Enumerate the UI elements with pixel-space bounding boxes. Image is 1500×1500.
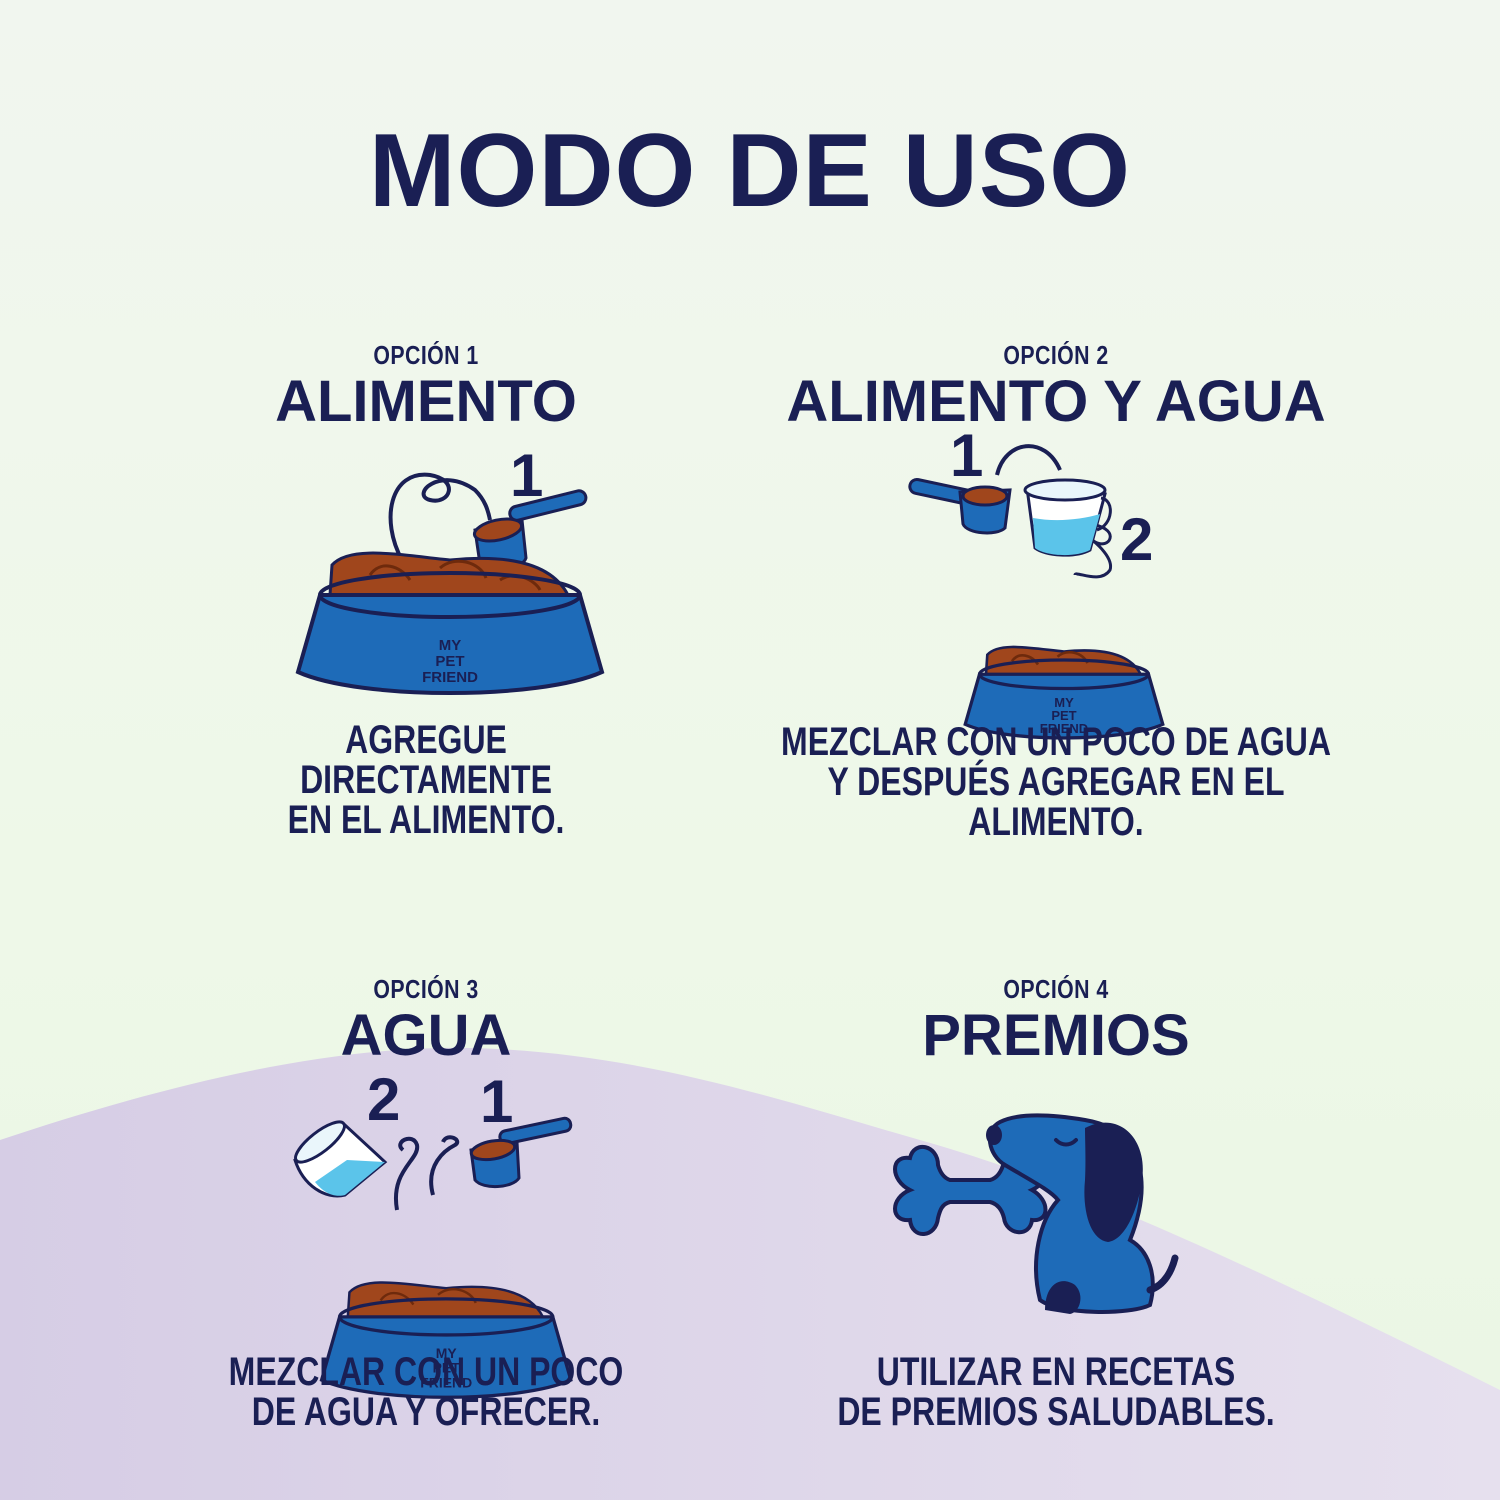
bowl-text-line-1: MY bbox=[439, 637, 462, 654]
option-1-label: OPCIÓN 1 bbox=[373, 340, 479, 370]
option-2-heading: ALIMENTO Y AGUA bbox=[786, 369, 1326, 434]
bowl-text-line-3: FRIEND bbox=[422, 669, 478, 686]
option-4-description-line-1: UTILIZAR EN RECETAS bbox=[876, 1350, 1236, 1394]
option-2-description: MEZCLAR CON UN POCO DE AGUA Y DESPUÉS AG… bbox=[776, 722, 1336, 842]
scoop-icon bbox=[469, 1116, 573, 1188]
bowl-text-line-3: FRIEND bbox=[420, 1374, 472, 1390]
bowl-text-line-1: MY bbox=[436, 1345, 458, 1361]
step-1-number: 1 bbox=[480, 1068, 513, 1135]
dog-icon bbox=[986, 1113, 1179, 1314]
pour-line bbox=[995, 444, 1062, 476]
step-1-number: 1 bbox=[950, 422, 983, 489]
measuring-cup-icon bbox=[1023, 478, 1112, 557]
measuring-cup-icon bbox=[293, 1120, 388, 1198]
option-1-illustration: 1 MY PET FRIEND bbox=[295, 442, 605, 695]
option-3-label: OPCIÓN 3 bbox=[373, 974, 479, 1004]
food-bowl-icon: MY PET FRIEND bbox=[319, 1281, 573, 1399]
option-2-illustration: 1 2 MY PET FRIEND bbox=[908, 422, 1165, 740]
food-bowl-icon: MY PET FRIEND bbox=[963, 645, 1165, 740]
step-1-number: 1 bbox=[510, 442, 543, 509]
bowl-text-line-2: PET bbox=[433, 1360, 461, 1376]
option-4-heading: PREMIOS bbox=[922, 1003, 1190, 1068]
food-bowl-icon: MY PET FRIEND bbox=[295, 551, 605, 695]
bowl-text-line-1: MY bbox=[1054, 695, 1074, 710]
option-4-illustration bbox=[893, 1113, 1179, 1314]
option-2-description-line-1: MEZCLAR CON UN POCO DE AGUA bbox=[781, 720, 1331, 764]
option-1-description: AGREGUE DIRECTAMENTE EN EL ALIMENTO. bbox=[226, 720, 626, 840]
bowl-text-line-3: FRIEND bbox=[1040, 721, 1088, 736]
option-3-illustration: 2 1 MY PET FRIEND bbox=[293, 1066, 573, 1399]
option-2-label: OPCIÓN 2 bbox=[1003, 340, 1109, 370]
step-2-number: 2 bbox=[1120, 506, 1153, 573]
option-2-description-line-2: Y DESPUÉS AGREGAR EN EL ALIMENTO. bbox=[827, 760, 1285, 844]
option-3-description: MEZCLAR CON UN POCO DE AGUA Y OFRECER. bbox=[226, 1352, 626, 1432]
page-title: MODO DE USO bbox=[368, 113, 1132, 229]
pour-line bbox=[1073, 523, 1112, 579]
option-3-description-line-2: DE AGUA Y OFRECER. bbox=[251, 1390, 601, 1434]
pour-line bbox=[429, 1135, 460, 1196]
step-2-number: 2 bbox=[367, 1066, 400, 1133]
option-1-description-line-2: EN EL ALIMENTO. bbox=[287, 798, 565, 842]
option-1-description-line-1: AGREGUE DIRECTAMENTE bbox=[300, 718, 552, 802]
option-1-heading: ALIMENTO bbox=[275, 369, 577, 434]
bowl-text-line-2: PET bbox=[1051, 708, 1076, 723]
bowl-text-line-2: PET bbox=[435, 653, 464, 670]
pour-line bbox=[388, 472, 492, 561]
option-3-heading: AGUA bbox=[340, 1003, 512, 1068]
option-3-description-line-1: MEZCLAR CON UN POCO bbox=[228, 1350, 624, 1394]
option-4-description-line-2: DE PREMIOS SALUDABLES. bbox=[837, 1390, 1275, 1434]
option-4-description: UTILIZAR EN RECETAS DE PREMIOS SALUDABLE… bbox=[816, 1352, 1296, 1432]
pour-line bbox=[393, 1136, 420, 1211]
option-4-label: OPCIÓN 4 bbox=[1003, 974, 1109, 1004]
scoop-icon bbox=[908, 477, 1012, 535]
